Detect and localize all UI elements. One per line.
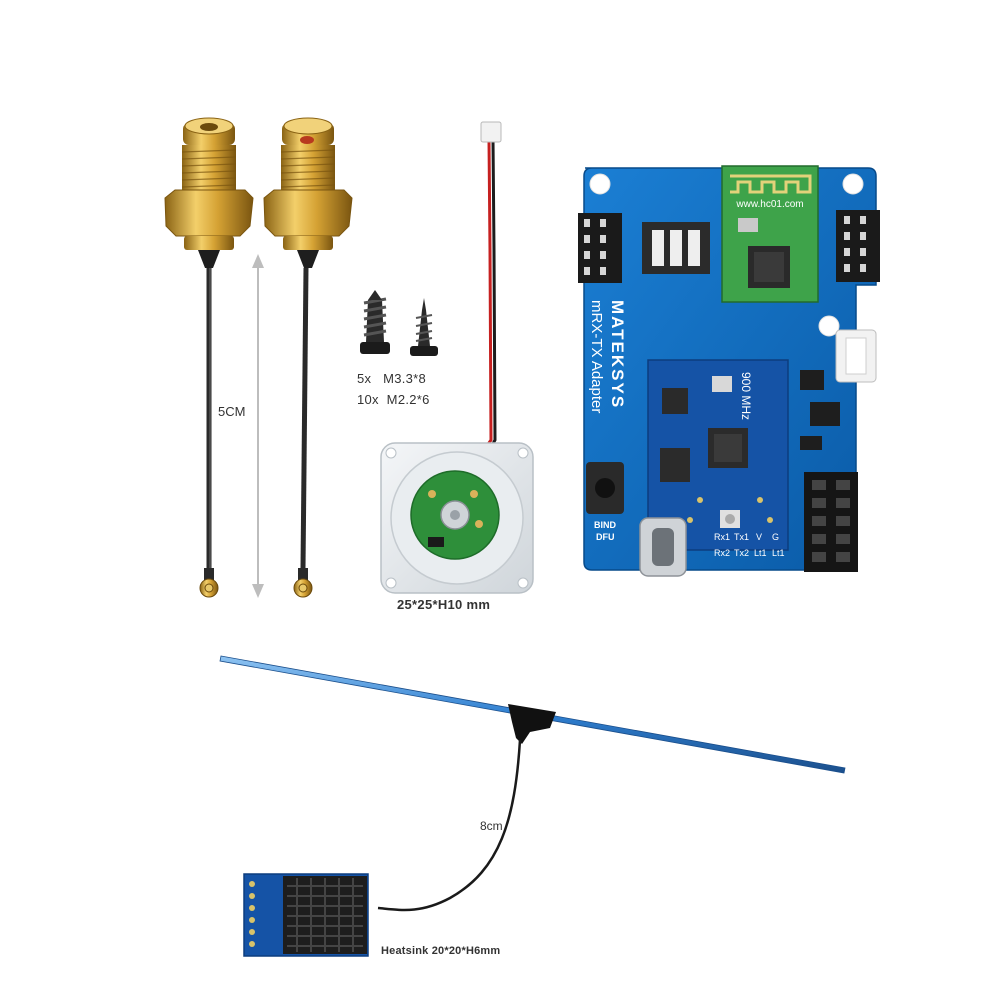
antenna-cable [377,739,522,912]
bind-label: BIND [594,520,616,530]
pin-label-rx1: Rx1 [714,532,730,542]
sma-pigtail-2 [263,117,353,598]
screw-spec-2: 10x M2.2*6 [357,392,430,407]
antenna-cable-label: 8cm [480,819,503,833]
board-brand: MATEKSYS [608,300,627,409]
freq-label: 900 MHz [739,372,753,420]
sma-pigtail-1 [164,117,254,598]
elrs-module: 900 MHz [647,359,789,551]
pin-label-rx2: Rx2 [714,548,730,558]
pin-label-v: V [756,532,762,542]
heatsink-label: Heatsink 20*20*H6mm [381,945,501,957]
bluetooth-module: www.hc01.com [721,165,819,303]
pin-label-lt1-b: Lt1 [772,548,785,558]
mateksys-board: www.hc01.com MATEKSYS mRX-TX Adapter 900… [578,165,880,577]
left-pin-header [578,213,622,283]
module-url: www.hc01.com [735,199,803,210]
right-pin-header [836,210,880,282]
rx-module [243,873,369,957]
screw-spec-1: 5x M3.3*8 [357,371,427,386]
cooling-fan [380,121,534,594]
board-name: mRX-TX Adapter [588,300,605,413]
pin-label-g: G [772,532,779,542]
fan-size-label: 25*25*H10 mm [397,597,491,612]
length-arrow [252,254,264,598]
pin-label-lt1-a: Lt1 [754,548,767,558]
dfu-label: DFU [596,532,615,542]
fan-connector [480,121,502,143]
pin-label-tx2: Tx2 [734,548,749,558]
sma-thread [182,145,236,195]
screw-m22 [410,298,438,356]
bottom-pin-header [804,472,858,572]
dipole-antenna [219,655,846,912]
sma-hex-nut [164,189,254,237]
antenna-hub [508,704,556,744]
screw-m33 [360,290,390,354]
cable-length-label: 5CM [218,404,246,419]
pin-label-tx1: Tx1 [734,532,749,542]
